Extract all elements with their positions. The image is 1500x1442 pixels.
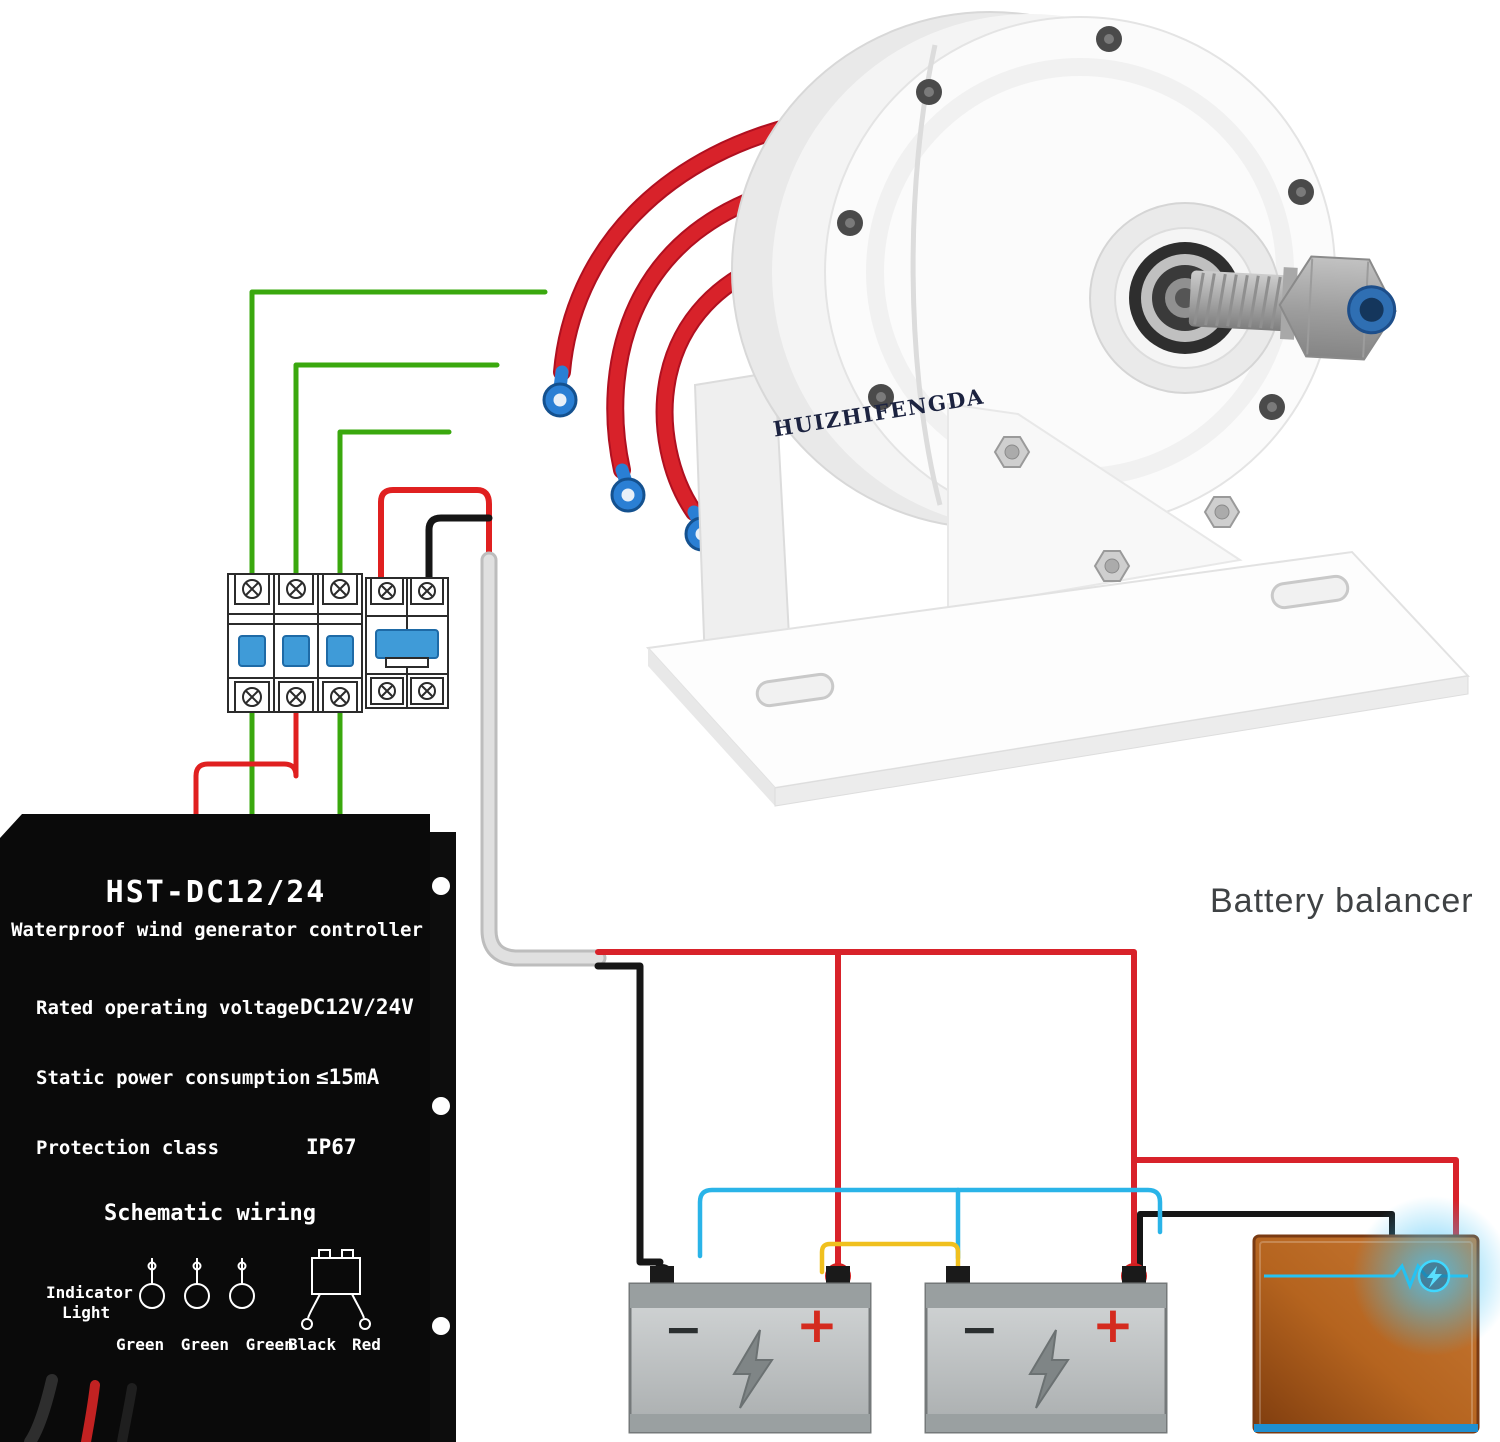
bolt-holes (837, 26, 1314, 420)
indicator-label-line2: Light (62, 1303, 111, 1322)
mounting-bracket (645, 402, 1471, 807)
lamp-terminal-labels: Green Green Green (116, 1335, 294, 1354)
controller-schematic-art (139, 1249, 371, 1330)
blue-ring-terminal-icon (542, 365, 578, 418)
spec-value-voltage: DC12V/24V (300, 995, 414, 1019)
output-cable (480, 551, 607, 967)
controller-box (0, 814, 456, 1442)
indicator-label-line1: Indicator (46, 1283, 133, 1302)
hex-screw-icon (1203, 496, 1241, 528)
circuit-breaker-3pole (227, 573, 363, 713)
shaft-and-nut (1188, 255, 1397, 361)
battery2-minus-sign: − (960, 1302, 999, 1356)
circuit-breaker-2pole (365, 577, 449, 709)
red-terminal-label: Red (352, 1335, 381, 1354)
blue-ring-terminal-icon (610, 463, 646, 513)
spec-label-consumption: Static power consumption (36, 1067, 311, 1089)
spec-value-consumption: ≤15mA (316, 1065, 380, 1089)
battery2-plus-sign: + (1092, 1296, 1134, 1354)
input-wires (193, 289, 548, 819)
controller-title: Waterproof wind generator controller (11, 919, 423, 941)
battery1-plus-sign: + (796, 1296, 838, 1354)
generator-illustration (645, 11, 1471, 807)
hex-screw-icon (993, 436, 1031, 468)
black-terminal-label: Black (288, 1335, 337, 1354)
battery1-minus-sign: − (664, 1302, 703, 1356)
hex-screw-icon (1093, 550, 1131, 582)
battery-balancer-device (1252, 1196, 1500, 1434)
spec-label-protection: Protection class (36, 1137, 220, 1159)
controller-model: HST-DC12/24 (105, 875, 327, 910)
lightning-bolt-icon (1427, 1266, 1442, 1288)
spec-value-protection: IP67 (306, 1135, 357, 1159)
spec-label-voltage: Rated operating voltage (36, 997, 300, 1019)
battery-balancer-label: Battery balancer (1210, 882, 1474, 920)
schematic-title: Schematic wiring (104, 1201, 316, 1226)
